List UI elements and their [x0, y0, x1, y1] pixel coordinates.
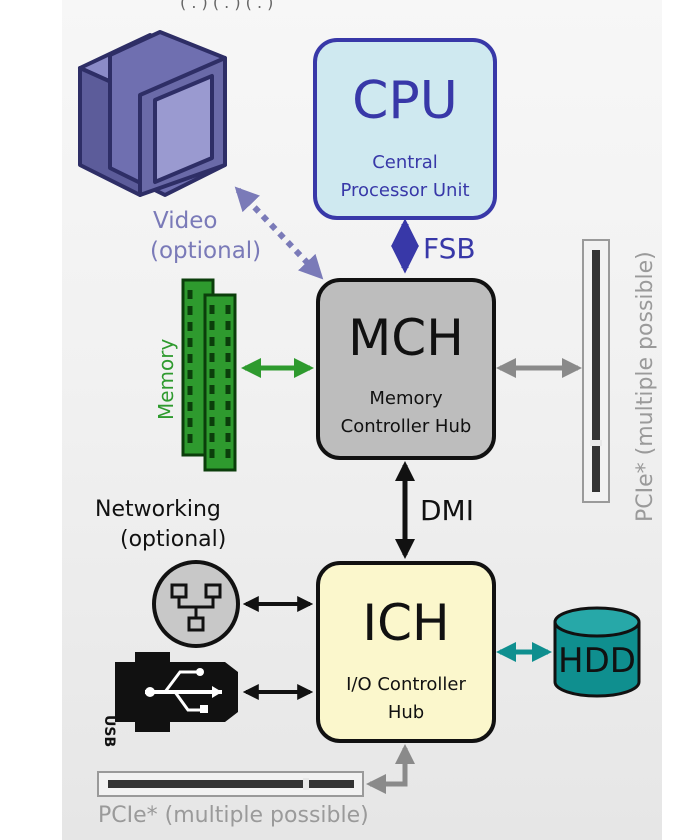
networking-label: Networking — [95, 497, 221, 522]
ich-title: ICH — [362, 594, 449, 652]
pcie-bottom-label: PCIe* (multiple possible) — [98, 803, 369, 828]
ich-desc-line1: I/O Controller — [346, 674, 466, 695]
memory-modules-icon — [181, 278, 237, 472]
video-label: Video — [153, 208, 217, 234]
networking-optional-label: (optional) — [120, 527, 226, 552]
pcie-slot-bottom — [97, 771, 364, 797]
cpu-title: CPU — [352, 71, 458, 131]
cpu-desc-line1: Central — [372, 152, 438, 173]
mch-box — [316, 278, 496, 460]
cpu-box — [313, 38, 497, 220]
ich-desc-line2: Hub — [388, 702, 424, 723]
top-cut-text: ( . ) ( . ) ( . ) — [180, 0, 273, 12]
pcie-bottom-link-arrow — [366, 744, 415, 794]
network-icon — [152, 560, 240, 648]
mch-desc-line2: Controller Hub — [341, 416, 472, 437]
usb-icon — [115, 652, 238, 732]
hdd-icon — [553, 606, 641, 698]
memory-label: Memory — [154, 338, 178, 420]
pcie-slot-right — [582, 239, 610, 503]
video-optional-label: (optional) — [150, 238, 261, 264]
cpu-desc-line2: Processor Unit — [340, 180, 469, 201]
monitor-icon — [78, 30, 227, 197]
ich-box — [316, 561, 496, 743]
usb-label: USB — [101, 715, 117, 747]
dmi-label: DMI — [420, 494, 474, 527]
fsb-label: FSB — [423, 232, 476, 265]
video-link-arrow — [234, 186, 324, 280]
mch-title: MCH — [348, 309, 464, 367]
mch-desc-line1: Memory — [369, 388, 443, 409]
hdd-label: HDD — [558, 641, 636, 681]
pcie-right-label: PCIe* (multiple possible) — [633, 251, 658, 522]
